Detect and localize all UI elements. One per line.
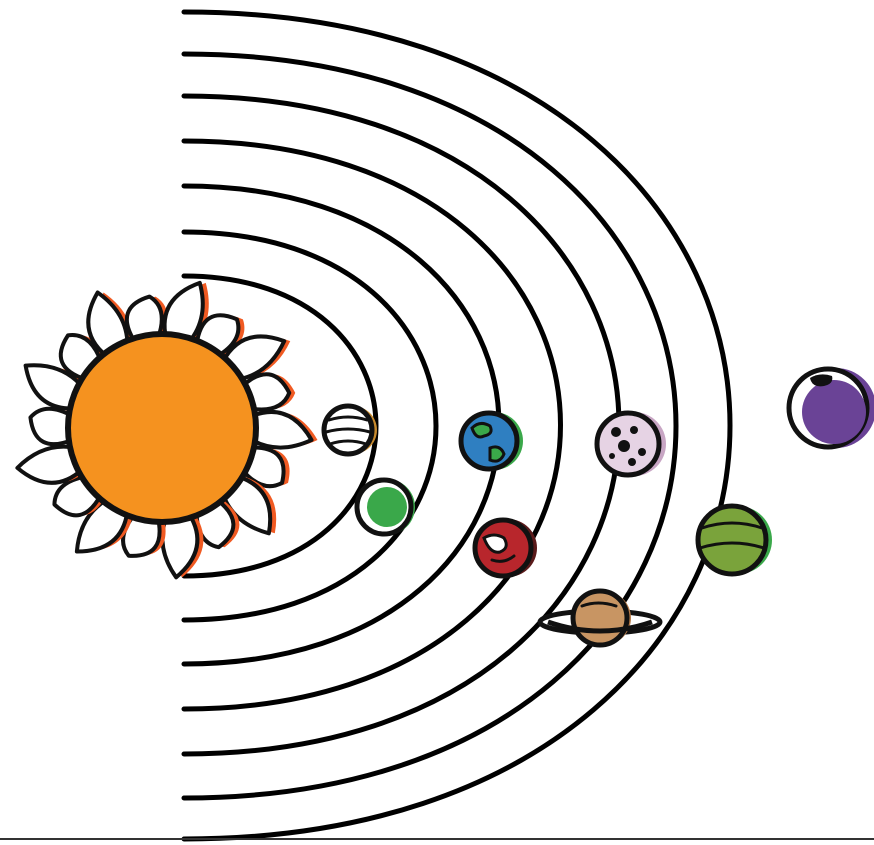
bottom-rule [0, 838, 874, 840]
sun-flare [251, 412, 311, 448]
neptune-icon [789, 368, 874, 448]
sun-body [68, 334, 256, 522]
uranus-icon [698, 506, 772, 574]
earth-icon [461, 412, 523, 470]
mercury-icon [324, 406, 377, 454]
venus-icon [357, 479, 415, 535]
mars-icon [475, 519, 537, 577]
sun-icon [17, 283, 317, 577]
jupiter-icon [597, 412, 666, 476]
